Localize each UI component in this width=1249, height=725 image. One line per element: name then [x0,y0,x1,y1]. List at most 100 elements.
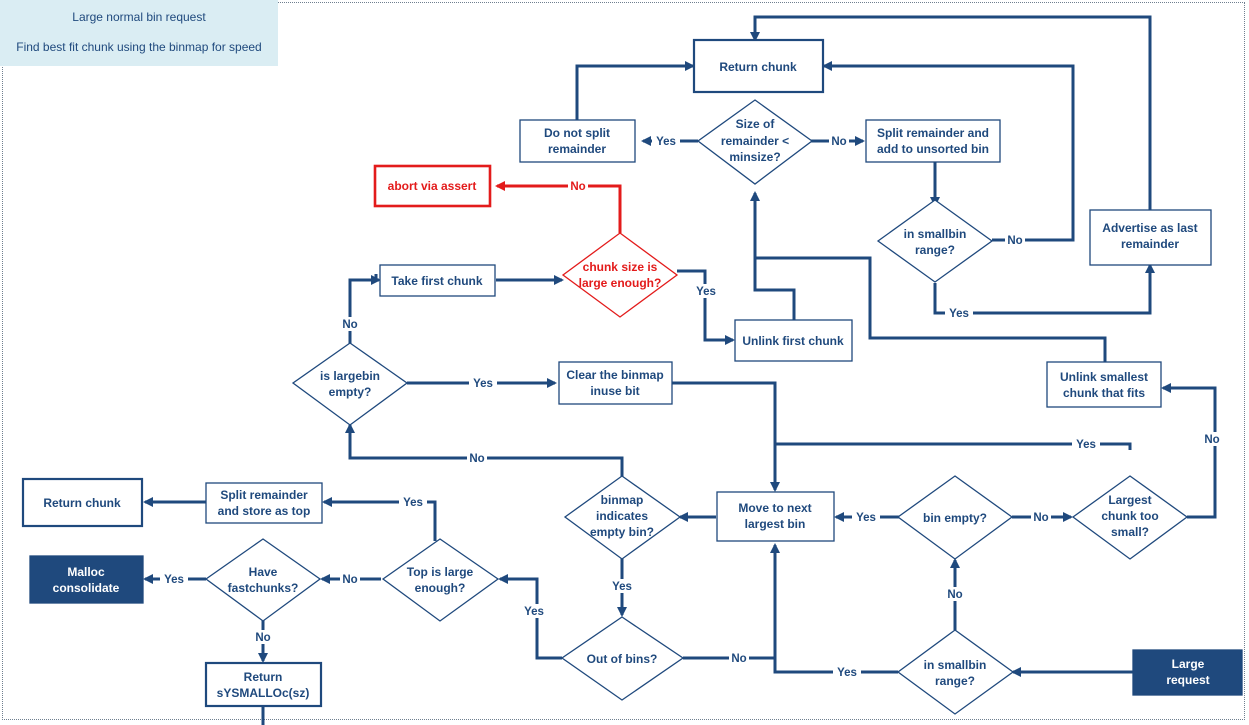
edge-top-yes [322,497,437,541]
return-chunk-top-label: Return chunk [719,60,797,74]
edge-label-top-yes: Yes [403,497,423,509]
binmap-label-1: binmap [601,493,644,507]
description-note: Large normal bin request Find best fit c… [0,0,278,66]
have-fastchunks-diamond [204,538,322,622]
is-largebin-empty-diamond [291,342,409,426]
top-is-large-enough-diamond [381,538,500,622]
top-large-enough-label-1: Top is large [407,565,474,579]
clear-binmap-label-2: inuse bit [590,384,639,398]
move-next-bin-box [716,491,835,542]
is-largebin-empty-label-2: empty? [329,385,372,399]
unlink-first-chunk-label: Unlink first chunk [742,334,844,348]
return-sysmalloc-box [204,661,323,708]
edge-outofbins-yes [498,574,562,660]
in-smallbin-range-bottom-label-1: in smallbin [924,658,987,672]
return-chunk-left-box [21,477,144,528]
edge-largest-no [1161,383,1217,519]
edge-label-chunksize-no: No [570,181,585,193]
move-next-bin-label-2: largest bin [745,517,806,531]
clear-binmap-box [558,361,673,405]
is-largebin-empty-label-1: is largebin [320,369,380,383]
edge-label-top-no: No [342,574,357,586]
malloc-consolidate-label-1: Malloc [67,565,105,579]
edge-label-fast-no: No [255,632,270,644]
largest-chunk-label-2: chunk too [1101,509,1158,523]
edge-label-binmap-yes: Yes [612,581,632,593]
note-subtitle: Find best fit chunk using the binmap for… [16,40,262,54]
largest-chunk-label-1: Largest [1108,493,1151,507]
split-remainder-unsorted-label-2: add to unsorted bin [877,142,989,156]
advertise-label-1: Advertise as last [1102,221,1197,235]
advertise-box [1089,209,1212,266]
edge-label-binmap-no: No [469,453,484,465]
in-smallbin-range-top-diamond [876,199,994,283]
edge-largebin-no [348,274,378,345]
edge-largest-yes [775,442,1132,450]
edge-chunksize-yes [677,269,735,345]
return-chunk-top-box [692,38,825,94]
edge-unlinkfirst-size [750,191,796,320]
split-remainder-unsorted-box [865,119,1001,163]
binmap-label-3: empty bin? [590,525,654,539]
edge-label-size-yes: Yes [656,136,676,148]
edge-label-size-no: No [831,136,846,148]
unlink-smallest-label-1: Unlink smallest [1060,370,1148,384]
bin-empty-diamond [896,475,1014,560]
return-sysmalloc-label-2: sYSMALLOc(sz) [217,686,310,700]
chunk-size-large-enough-diamond [561,232,679,318]
out-of-bins-diamond [560,616,685,701]
edge-smallbin-yes [933,263,1155,315]
size-of-remainder-diamond [696,99,814,185]
return-sysmalloc-label-1: Return [244,670,283,684]
large-request-label-2: request [1166,673,1209,687]
do-not-split-label-2: remainder [548,142,606,156]
edge-smallbin-no [822,61,1075,242]
in-smallbin-range-bottom-diamond [896,629,1015,715]
edge-label-largebin-no: No [342,319,357,331]
have-fastchunks-label-2: fastchunks? [228,581,299,595]
split-store-top-box [205,482,323,524]
edge-advertise-return [750,15,1152,210]
large-request-label-1: Large [1172,657,1205,671]
unlink-smallest-box [1046,361,1162,408]
size-of-remainder-label-2: remainder < [721,134,789,148]
size-of-remainder-label-1: Size of [736,117,776,131]
do-not-split-label-1: Do not split [544,126,610,140]
edge-label-smallbin-top-yes: Yes [949,308,969,320]
abort-label: abort via assert [388,179,477,193]
edge-donotsplit-return [575,61,695,120]
chunk-size-label-1: chunk size is [583,260,658,274]
edge-chunksize-no [495,181,622,233]
split-remainder-unsorted-label-1: Split remainder and [877,126,989,140]
move-next-bin-label-1: Move to next [738,501,811,515]
malloc-consolidate-box [29,555,144,604]
clear-binmap-label-1: Clear the binmap [566,368,663,382]
edge-unlinksmallest-size [755,256,1107,362]
edge-label-outofbins-no: No [731,653,746,665]
do-not-split-box [519,119,636,163]
abort-box [373,164,492,208]
unlink-smallest-label-2: chunk that fits [1063,386,1145,400]
large-request-box [1132,649,1243,696]
top-large-enough-label-2: enough? [415,581,466,595]
unlink-first-chunk-box [734,319,853,362]
in-smallbin-range-top-label-2: range? [915,243,955,257]
edge-label-largebin-yes: Yes [473,378,493,390]
bin-empty-label: bin empty? [923,511,987,525]
out-of-bins-label: Out of bins? [587,652,658,666]
edge-label-largest-no: No [1204,434,1219,446]
edge-outofbins-no [683,543,780,660]
take-first-chunk-label: Take first chunk [391,274,482,288]
take-first-chunk-box [379,264,496,297]
edge-label-chunksize-yes: Yes [696,286,716,298]
split-store-top-label-2: and store as top [218,504,311,518]
edge-label-binempty-no: No [1033,512,1048,524]
in-smallbin-range-top-label-1: in smallbin [904,227,967,241]
largest-chunk-label-3: small? [1111,525,1149,539]
advertise-label-2: remainder [1121,237,1179,251]
chunk-size-label-2: large enough? [579,276,662,290]
in-smallbin-range-bottom-label-2: range? [935,674,975,688]
edge-label-smallbin-bottom-no: No [947,589,962,601]
